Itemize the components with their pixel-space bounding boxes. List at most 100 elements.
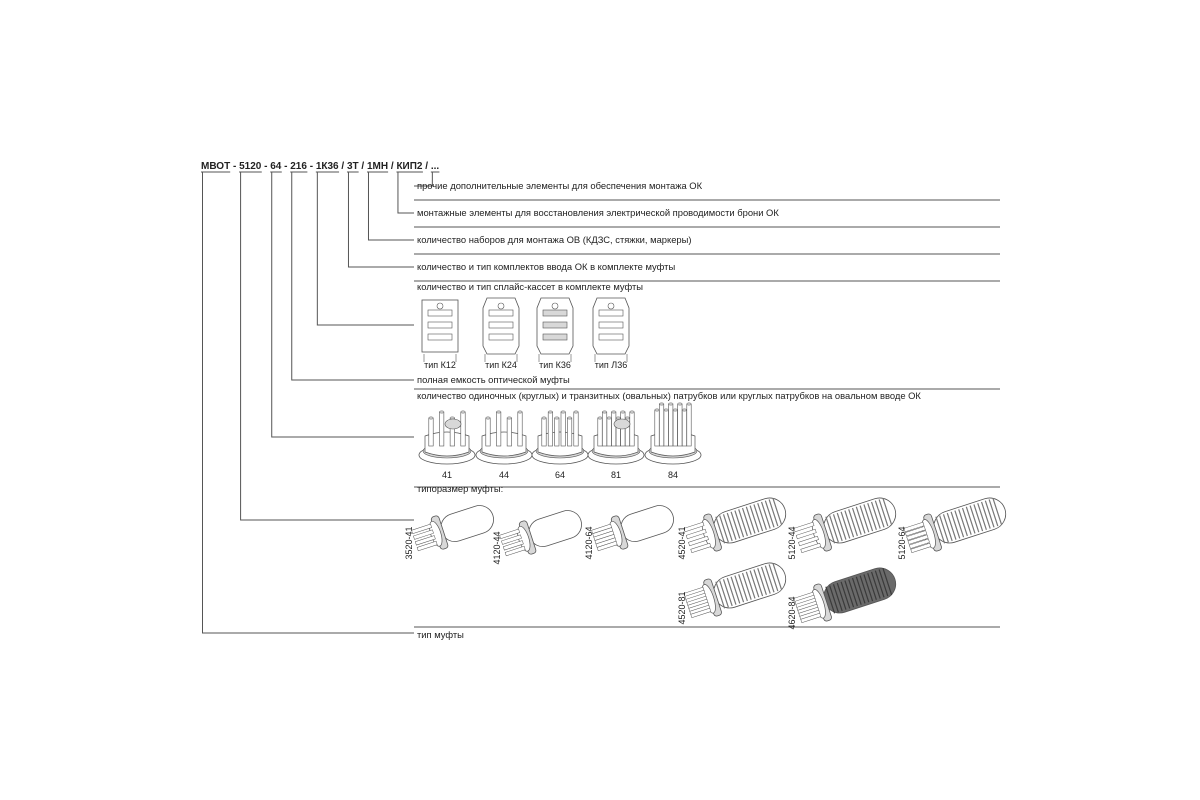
- cable-pipe: [502, 540, 524, 551]
- cable-pipe: [793, 521, 815, 533]
- pipe-end: [496, 410, 502, 414]
- round-pipe: [672, 409, 678, 447]
- pipe-end: [654, 408, 660, 412]
- dome-rib: [863, 504, 874, 532]
- cable-pipe: [504, 545, 526, 557]
- leader-ports: [271, 172, 414, 438]
- cable-pipe: [690, 607, 712, 619]
- closure-5120-44: 5120-44: [787, 497, 897, 560]
- pipe-end: [597, 416, 603, 420]
- cable-pipe: [910, 542, 932, 554]
- closure-base: [429, 520, 443, 547]
- code-part-0: МВОТ: [201, 161, 230, 172]
- dome-rib: [757, 567, 767, 595]
- pipe-end: [620, 410, 626, 414]
- cassette-label: тип К24: [485, 360, 517, 370]
- dome-rib: [840, 511, 851, 539]
- closure-label: 4520-41: [677, 526, 687, 559]
- dome-rib: [855, 576, 866, 604]
- cassette-1: тип К24: [482, 297, 520, 370]
- dome-rib: [973, 504, 984, 532]
- cassette-3: тип Л36: [592, 297, 630, 370]
- dome-rib: [832, 514, 843, 542]
- closure-label: 5120-64: [897, 526, 907, 559]
- dome-rib: [836, 582, 847, 610]
- pipe-end: [517, 410, 523, 414]
- round-pipe: [439, 411, 445, 447]
- dome-rib: [715, 581, 726, 609]
- dome-rib: [870, 571, 881, 599]
- dome-rib: [992, 498, 1003, 526]
- closure-5120-64: 5120-64: [897, 497, 1007, 560]
- dome-rib: [768, 564, 779, 592]
- cable-pipe: [800, 612, 822, 624]
- pipe-end: [686, 402, 692, 406]
- dome-rib: [977, 502, 987, 530]
- round-pipe: [677, 403, 683, 447]
- pipe-end: [554, 416, 560, 420]
- row-label-size: типоразмер муфты:: [417, 483, 503, 494]
- dome-rib: [829, 585, 839, 613]
- pipe-end: [460, 410, 466, 414]
- round-pipe: [659, 403, 665, 447]
- code-part-1: 5120: [239, 161, 262, 172]
- dome-rib: [958, 509, 968, 537]
- pipe-end: [677, 402, 683, 406]
- cable-pipe: [795, 528, 817, 540]
- cassette-hole: [436, 302, 444, 310]
- dome-rib: [832, 584, 843, 612]
- dome-rib: [760, 501, 771, 529]
- pipe-end: [439, 410, 445, 414]
- dome-rib: [753, 569, 764, 597]
- leader-armor: [397, 172, 414, 214]
- dome-rib: [730, 576, 741, 604]
- dome-rib: [870, 501, 881, 529]
- closure-4520-41: 4520-41: [677, 497, 787, 560]
- code-part-6: 1МН: [367, 161, 388, 172]
- dome-rib: [848, 579, 858, 607]
- closure-base: [921, 519, 936, 549]
- closure-dome: [903, 497, 1007, 554]
- round-pipe: [686, 403, 692, 447]
- splice-slot: [427, 309, 453, 317]
- dome-rib: [851, 577, 862, 605]
- cable-pipe: [411, 523, 432, 535]
- cable-pipe: [501, 534, 522, 545]
- dome-rib: [935, 516, 946, 544]
- splice-slot: [598, 333, 624, 341]
- pipe-end: [681, 408, 687, 412]
- cassette-label: тип К12: [424, 360, 456, 370]
- base-label: 44: [499, 470, 509, 480]
- dome-rib: [882, 568, 893, 596]
- closure-dome: [793, 497, 897, 554]
- round-pipe: [506, 417, 512, 447]
- leader-kits: [367, 172, 414, 241]
- dome-rib: [741, 507, 752, 535]
- splice-slot: [542, 309, 568, 317]
- dome-rib: [878, 499, 889, 527]
- cassette-hole: [497, 302, 505, 310]
- dome-rib: [764, 500, 775, 528]
- splice-slot: [427, 321, 453, 329]
- cable-pipe: [416, 540, 438, 552]
- dome-rib: [741, 572, 752, 600]
- round-pipe: [496, 411, 502, 447]
- row-label-armor: монтажные элементы для восстановления эл…: [417, 207, 779, 218]
- leader-cassettes: [316, 172, 414, 326]
- closure-dome: [411, 505, 494, 552]
- pipe-end: [602, 410, 608, 414]
- closure-dome: [683, 562, 787, 619]
- round-pipe: [554, 417, 560, 447]
- cable-pipe: [685, 528, 707, 540]
- closure-dome: [793, 567, 897, 624]
- dome-rib: [745, 506, 756, 534]
- leader-type: [202, 172, 414, 634]
- round-pipe: [541, 417, 547, 447]
- dome-rib: [882, 498, 893, 526]
- dome-rib: [874, 570, 885, 598]
- round-pipe: [573, 411, 579, 447]
- dome-rib: [772, 563, 783, 591]
- splice-slot: [488, 321, 514, 329]
- closure-dome: [499, 510, 582, 557]
